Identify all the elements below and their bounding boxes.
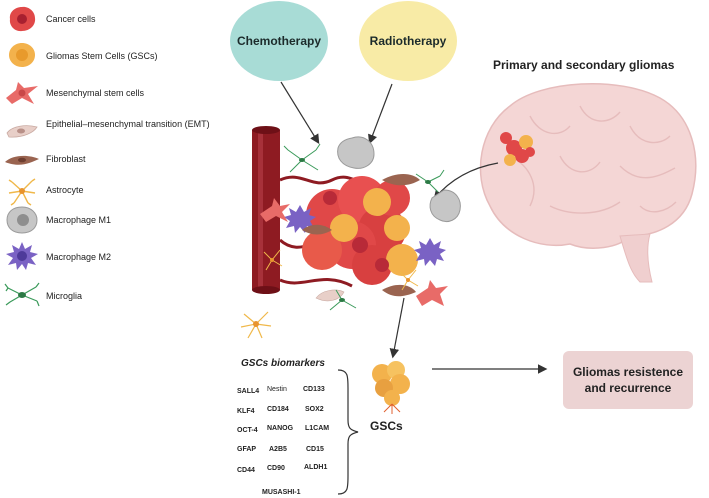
legend-label-astrocyte: Astrocyte	[46, 185, 84, 195]
mesenchymal-cell-icon-2	[260, 198, 290, 222]
gsc-cell-icon	[9, 43, 35, 67]
fibroblast-cell-icon	[382, 174, 420, 186]
macrophage-m1-cell-icon-2	[429, 189, 461, 223]
legend-label-microglia: Microglia	[46, 291, 83, 301]
astrocyte-cell-icon	[263, 249, 419, 291]
gscs-label: GSCs	[370, 419, 403, 433]
mesenchymal-cell-icon-3	[416, 280, 448, 306]
cancer-cell-icon	[9, 6, 36, 32]
microglia-icon	[4, 282, 40, 307]
outcome-line-2: and recurrence	[584, 381, 672, 395]
legend-label-macrophage-m1: Macrophage M1	[46, 215, 112, 225]
tumor-microenvironment	[252, 126, 461, 311]
outcome-box: Gliomas resistence and recurrence	[563, 351, 693, 409]
biomarker: Nestin	[267, 386, 287, 393]
chemotherapy-label: Chemotherapy	[236, 34, 322, 48]
biomarker: NANOG	[267, 425, 294, 432]
biomarker: OCT-4	[237, 427, 258, 434]
astrocyte-free-icon	[240, 311, 272, 339]
biomarker-brace	[337, 369, 359, 495]
fibroblast-cell-icon-2	[302, 224, 332, 235]
tumor-to-gscs-arrow	[389, 297, 405, 359]
gscs-cluster-icon	[372, 361, 410, 414]
astrocyte-icon	[8, 178, 36, 206]
biomarker: GFAP	[237, 446, 257, 453]
biomarker: CD184	[267, 406, 289, 413]
fibroblast-cell-icon-3	[382, 284, 416, 297]
macrophage-m1-icon	[6, 206, 38, 234]
biomarker: CD44	[237, 467, 255, 474]
macrophage-m1-cell-icon	[337, 136, 375, 169]
brain-title: Primary and secondary gliomas	[493, 58, 675, 72]
emt-cell-icon-2	[315, 289, 345, 302]
chemotherapy-bubble: Chemotherapy	[230, 1, 328, 81]
radiotherapy-arrow	[368, 83, 393, 145]
biomarkers-title: GSCs biomarkers	[241, 358, 325, 369]
radiotherapy-label: Radiotherapy	[369, 34, 447, 48]
legend-label-gscs: Gliomas Stem Cells (GSCs)	[46, 51, 158, 61]
macrophage-m2-icon	[6, 242, 38, 270]
emt-cell-icon	[6, 125, 38, 138]
biomarker: KLF4	[237, 408, 255, 415]
biomarker: MUSASHI-1	[262, 489, 301, 496]
legend-label-emt: Epithelial–mesenchymal transition (EMT)	[46, 119, 210, 129]
macrophage-m2-cell-icon-2	[414, 238, 446, 266]
tumor-cluster-icon	[302, 176, 418, 285]
chemotherapy-arrow	[280, 81, 320, 145]
outcome-line-1: Gliomas resistence	[572, 365, 684, 379]
biomarker: SOX2	[305, 406, 324, 413]
biomarker: A2B5	[269, 446, 287, 453]
mesenchymal-cell-icon	[6, 82, 38, 104]
biomarker: SALL4	[237, 388, 260, 395]
legend-label-cancer-cells: Cancer cells	[46, 14, 96, 24]
biomarker: CD90	[267, 465, 285, 472]
fibroblast-icon	[5, 155, 39, 165]
macrophage-m2-cell-icon	[284, 205, 316, 233]
biomarker: L1CAM	[305, 425, 330, 432]
legend-label-mesenchymal: Mesenchymal stem cells	[46, 88, 145, 98]
radiotherapy-bubble: Radiotherapy	[359, 1, 457, 81]
legend-label-fibroblast: Fibroblast	[46, 154, 86, 164]
legend-label-macrophage-m2: Macrophage M2	[46, 252, 112, 262]
biomarker: ALDH1	[304, 464, 328, 471]
brain-illustration	[479, 83, 697, 283]
brain-tumor-icon	[500, 132, 535, 166]
biomarker: CD15	[306, 446, 324, 453]
biomarker: CD133	[303, 386, 325, 393]
